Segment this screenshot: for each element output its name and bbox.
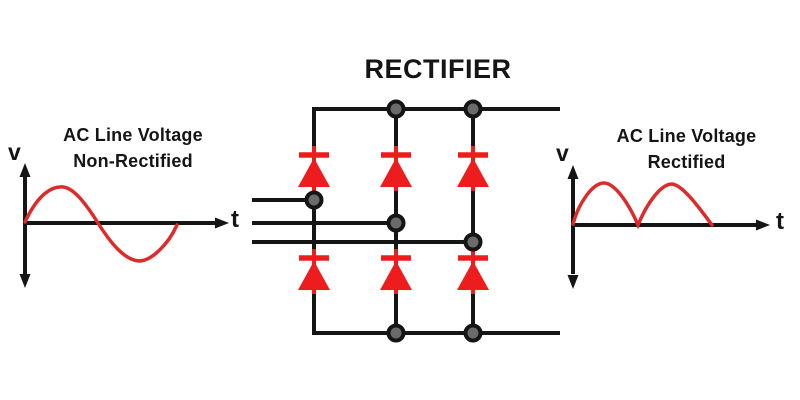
ac-sine-waveform	[23, 185, 179, 263]
left-t-axis-right-arrow-icon	[215, 217, 229, 229]
diode-top-2	[380, 146, 412, 191]
left-v-axis-label: v	[8, 139, 21, 165]
right-v-axis-label: v	[556, 140, 569, 166]
diode-bottom-1	[298, 249, 330, 294]
diode-bottom-3	[457, 249, 489, 294]
right-t-axis-right-arrow-icon	[756, 219, 770, 231]
right-v-axis-up-arrow-icon	[567, 165, 579, 179]
right-caption-line1: AC Line Voltage	[616, 126, 757, 146]
left-caption-line1: AC Line Voltage	[63, 125, 203, 145]
left-v-axis-down-arrow-icon	[19, 274, 31, 288]
rectifier-circuit	[252, 99, 560, 343]
page-title: RECTIFIER	[364, 54, 512, 84]
junction-dot-input-2	[386, 213, 406, 233]
rectified-waveform	[571, 181, 714, 230]
right-waveform-graph	[567, 165, 770, 289]
left-waveform-graph	[19, 163, 229, 288]
junction-dot-input-3	[463, 232, 483, 252]
left-v-axis-up-arrow-icon	[19, 163, 31, 177]
left-t-axis-label: t	[231, 206, 239, 233]
left-graph-caption: AC Line Voltage Non-Rectified	[33, 122, 233, 174]
junction-dot-top-bus-2	[463, 99, 483, 119]
junction-dot-bottom-bus-2	[463, 323, 483, 343]
diode-top-3	[457, 146, 489, 191]
junction-dot-top-bus-1	[386, 99, 406, 119]
right-v-axis-down-arrow-icon	[567, 275, 579, 289]
diode-bottom-2	[380, 249, 412, 294]
right-caption-line2: Rectified	[647, 152, 726, 172]
right-t-axis-label: t	[776, 208, 784, 235]
diode-top-1	[298, 146, 330, 191]
junction-dot-bottom-bus-1	[386, 323, 406, 343]
junction-dot-input-1	[304, 190, 324, 210]
left-caption-line2: Non-Rectified	[73, 151, 193, 171]
right-graph-caption: AC Line Voltage Rectified	[584, 123, 789, 175]
